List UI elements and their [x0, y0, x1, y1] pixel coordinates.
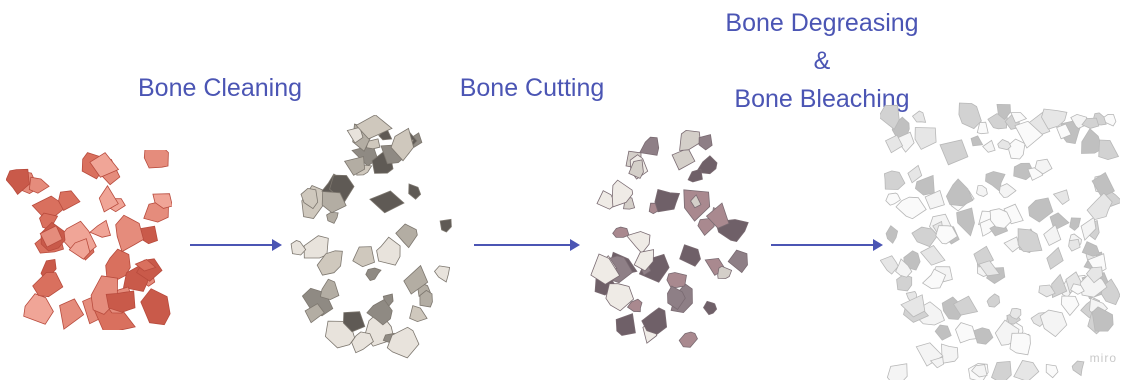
bleached-bones-photo: [880, 100, 1120, 380]
process-arrow-1: [190, 239, 282, 251]
raw-bones-photo: [6, 150, 172, 330]
process-arrow-2: [474, 239, 580, 251]
stage-label-bone-cutting: Bone Cutting: [432, 72, 632, 104]
stage-label-bone-cleaning: Bone Cleaning: [120, 72, 320, 104]
watermark: miro: [1090, 351, 1117, 365]
cleaned-bones-photo: [284, 115, 468, 365]
process-arrow-3: [771, 239, 883, 251]
cut-bones-photo: [588, 118, 758, 368]
stage-label-degreasing: Bone Degreasing: [712, 4, 932, 42]
stage-label-ampersand: &: [712, 42, 932, 80]
